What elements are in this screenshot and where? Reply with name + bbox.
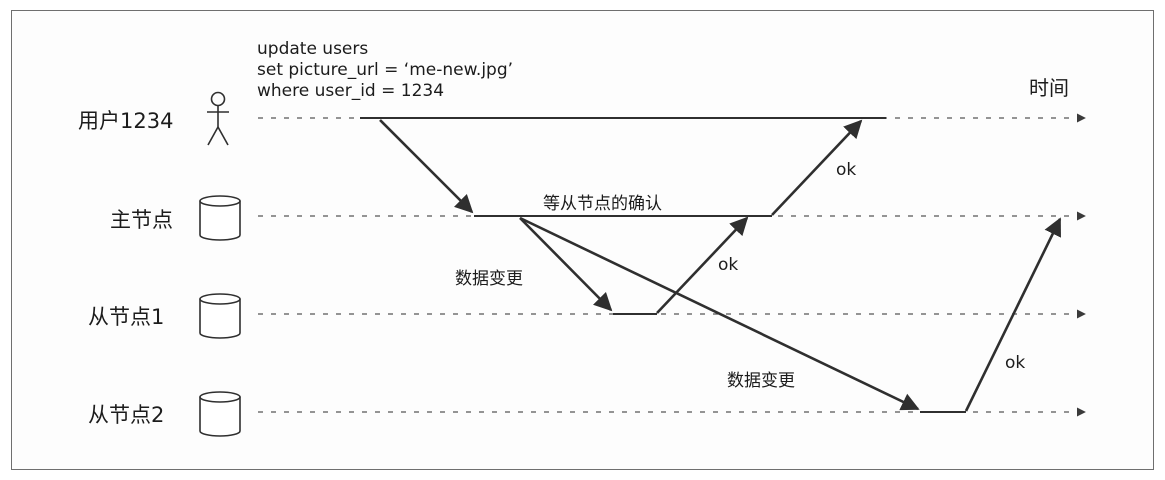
- sql-line-3: where user_id = 1234: [257, 81, 445, 101]
- arrow-leader-ok-to-user: [771, 119, 863, 216]
- message-wait-confirm: 等从节点的确认: [543, 194, 662, 214]
- arrow-leader-to-follower1: [519, 217, 613, 312]
- sql-statement: update users set picture_url = ‘me-new.j…: [257, 39, 513, 102]
- node-label-follower1: 从节点1: [88, 305, 165, 329]
- message-ok-leader-to-user: ok: [836, 160, 857, 180]
- arrow-follower2-ok-to-leader: [964, 217, 1062, 412]
- node-label-leader: 主节点: [110, 208, 173, 232]
- sql-line-1: update users: [257, 39, 369, 59]
- database-cylinder-icon: [199, 391, 241, 437]
- message-ok-follower2: ok: [1005, 353, 1026, 373]
- arrow-leader-to-follower2: [519, 216, 920, 411]
- sql-line-2: set picture_url = ‘me-new.jpg’: [257, 60, 514, 80]
- arrow-user-to-leader: [379, 119, 474, 214]
- database-cylinder-icon: [199, 195, 241, 241]
- message-data-change-1: 数据变更: [455, 269, 523, 289]
- time-label: 时间: [1029, 76, 1069, 100]
- diagram-frame: [11, 10, 1154, 470]
- database-cylinder-icon: [199, 293, 241, 339]
- node-label-user: 用户1234: [78, 109, 174, 133]
- message-ok-follower1: ok: [718, 255, 739, 275]
- arrow-follower1-ok-to-leader: [656, 216, 749, 314]
- node-label-follower2: 从节点2: [88, 403, 165, 427]
- stick-figure-icon: [207, 91, 229, 146]
- message-data-change-2: 数据变更: [727, 371, 795, 391]
